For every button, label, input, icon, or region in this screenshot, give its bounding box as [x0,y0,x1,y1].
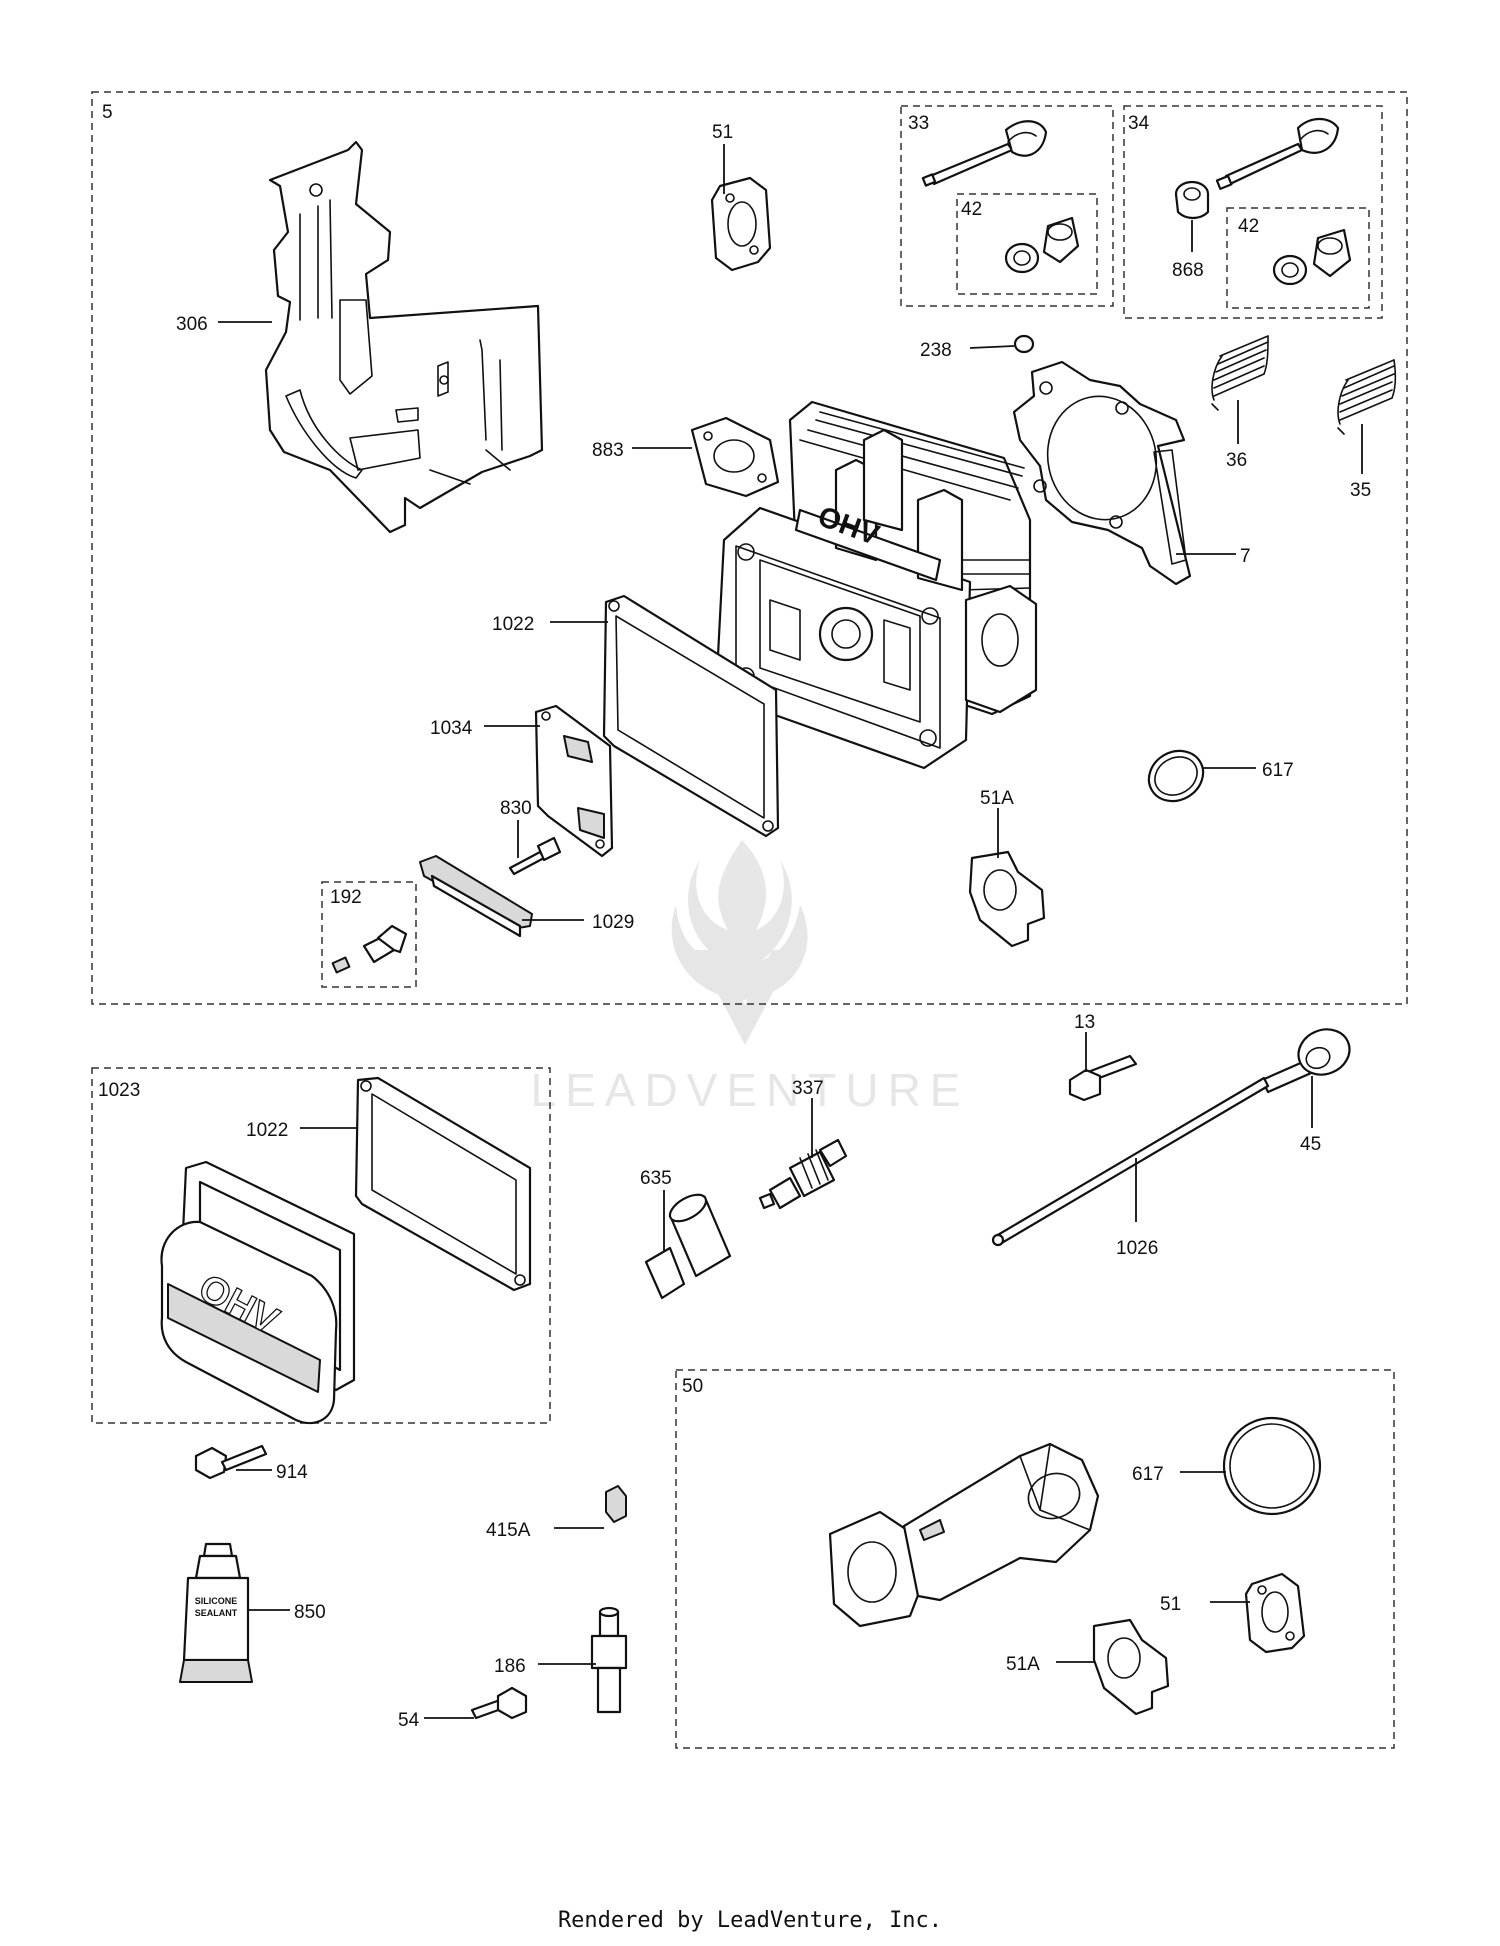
o-ring-617 [1147,749,1205,803]
callout-238: 238 [920,340,952,361]
watermark-text: LEADVENTURE [531,1064,970,1116]
group-box-5 [91,91,1408,1005]
callout-850: 850 [294,1602,326,1623]
valve-cover-1023: OHV [160,1160,356,1425]
callout-635: 635 [640,1168,672,1189]
callout-830: 830 [500,798,532,819]
spark-plug-337 [758,1138,848,1210]
callout-36: 36 [1226,450,1247,471]
fitting-186 [590,1606,628,1714]
fitting-192 [331,924,408,974]
callout-883: 883 [592,440,624,461]
watermark: LEADVENTURE [531,840,970,1116]
group-label-50: 50 [682,1376,703,1397]
group-box-42b [1226,207,1370,309]
leader-238 [969,345,1015,349]
rocker-plate-1029 [419,855,533,938]
group-box-50 [675,1369,1395,1749]
group-label-33: 33 [908,113,929,134]
callout-45: 45 [1300,1134,1321,1155]
group-label-192: 192 [330,887,362,908]
head-gasket-7 [1012,360,1192,586]
callout-7: 7 [1240,546,1251,567]
group-box-1023 [91,1067,551,1424]
callout-35: 35 [1350,480,1371,501]
callout-1029: 1029 [592,912,634,933]
callout-306: 306 [176,314,208,335]
bolt-13 [1068,1054,1138,1102]
callout-13: 13 [1074,1012,1095,1033]
callout-337: 337 [792,1078,824,1099]
blower-housing-part [264,140,544,534]
callout-415A: 415A [486,1520,531,1541]
callout-914: 914 [276,1462,308,1483]
plug-boot-635 [644,1193,732,1300]
tube-text-silicone: SILICONE [195,1596,238,1606]
callout-617b: 617 [1132,1464,1164,1485]
group-label-1023: 1023 [98,1080,140,1101]
intake-valve-34 [1215,117,1340,190]
valve-spring-36 [1211,335,1269,411]
callout-617: 617 [1262,760,1294,781]
group-box-34 [1123,105,1383,319]
rendered-by-footer: Rendered by LeadVenture, Inc. [557,1908,943,1933]
valve-cover-gasket-1022 [602,594,780,838]
valve-cover-gasket-1022b [354,1076,532,1292]
o-ring-617b [1222,1416,1322,1516]
screw-830 [508,836,562,876]
group-label-42b: 42 [1238,216,1259,237]
callout-868: 868 [1172,260,1204,281]
valve-spring-35 [1337,359,1397,435]
callout-54: 54 [398,1710,420,1731]
group-label-5: 5 [102,102,113,123]
group-box-192 [321,881,417,988]
pushrod-1026 [991,1076,1270,1247]
intake-gasket-51 [710,176,772,272]
callout-1022b: 1022 [246,1120,288,1141]
callout-51A: 51A [980,788,1014,809]
valve-seal-42b [1272,228,1352,286]
sealant-tube-850: SILICONE SEALANT [179,1542,253,1683]
plug-238 [1013,334,1035,354]
callout-1022: 1022 [492,614,534,635]
callout-51b: 51 [1160,1594,1181,1615]
bolt-54 [470,1686,528,1720]
group-box-33 [900,105,1114,307]
callout-51Ab: 51A [1006,1654,1040,1675]
exhaust-valve-33 [921,120,1048,187]
group-label-42a: 42 [961,199,982,220]
bolt-914 [194,1444,268,1480]
callout-1034: 1034 [430,718,473,739]
valve-cap-868 [1174,180,1210,220]
intake-gasket-883 [690,416,780,498]
exhaust-gasket-51A [968,850,1046,948]
cylinder-head-part: OHV [714,400,1038,770]
callout-1026: 1026 [1116,1238,1158,1259]
nut-415A [605,1485,627,1523]
intake-manifold-50 [828,1442,1100,1628]
pushrod-guide-45 [1260,1028,1351,1094]
tube-text-sealant: SEALANT [195,1608,238,1618]
group-label-34: 34 [1128,113,1150,134]
intake-gasket-51b [1244,1572,1306,1654]
exhaust-gasket-51Ab [1092,1618,1170,1716]
callout-51: 51 [712,122,733,143]
callout-186: 186 [494,1656,526,1677]
breather-plate-1034 [534,704,614,858]
valve-seal-42a [1004,216,1080,274]
